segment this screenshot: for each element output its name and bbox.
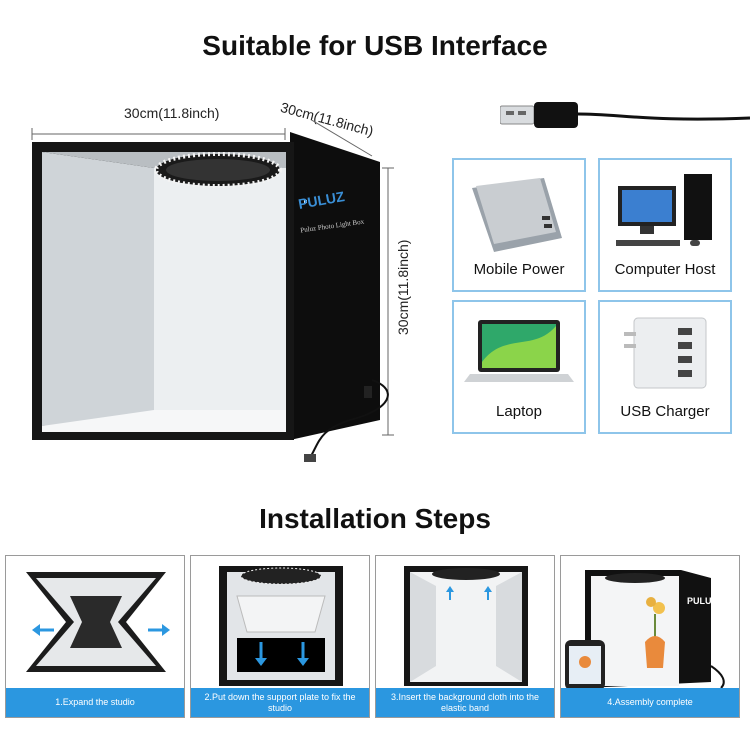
power-bank-icon [472, 178, 562, 252]
installation-step-3: 3.Insert the background cloth into the e… [375, 555, 555, 718]
support-plate-illustration [219, 566, 343, 686]
step4-brand-logo: PULUZ [687, 596, 717, 606]
power-card-label: Computer Host [614, 261, 716, 278]
desktop-computer-icon [616, 174, 712, 246]
laptop-icon [464, 320, 574, 382]
power-card-computer: Computer Host [598, 158, 732, 292]
installation-step-4: PULUZ 4.Assembly complete [560, 555, 740, 718]
background-cloth-illustration [404, 566, 528, 686]
width-dimension-label: 30cm(11.8inch) [124, 105, 220, 121]
step-caption: 4.Assembly complete [561, 688, 739, 717]
usb-cable-illustration [500, 102, 750, 128]
power-card-charger: USB Charger [598, 300, 732, 434]
power-card-label: Mobile Power [473, 261, 565, 278]
power-card-label: Laptop [496, 403, 542, 420]
installation-step-2: 2.Put down the support plate to fix the … [190, 555, 370, 718]
expand-studio-illustration [26, 572, 170, 672]
installation-title: Installation Steps [259, 503, 491, 534]
step-caption: 3.Insert the background cloth into the e… [376, 688, 554, 717]
light-box-illustration [31, 120, 394, 462]
usb-charger-icon [624, 317, 707, 389]
page-title: Suitable for USB Interface [202, 30, 548, 61]
step-caption: 1.Expand the studio [6, 688, 184, 717]
power-card-label: USB Charger [620, 403, 710, 420]
installation-step-1: 1.Expand the studio [5, 555, 185, 718]
power-card-mobile: Mobile Power [452, 158, 586, 292]
step-caption: 2.Put down the support plate to fix the … [191, 688, 369, 717]
power-card-laptop: Laptop [452, 300, 586, 434]
assembly-complete-illustration [565, 570, 725, 690]
